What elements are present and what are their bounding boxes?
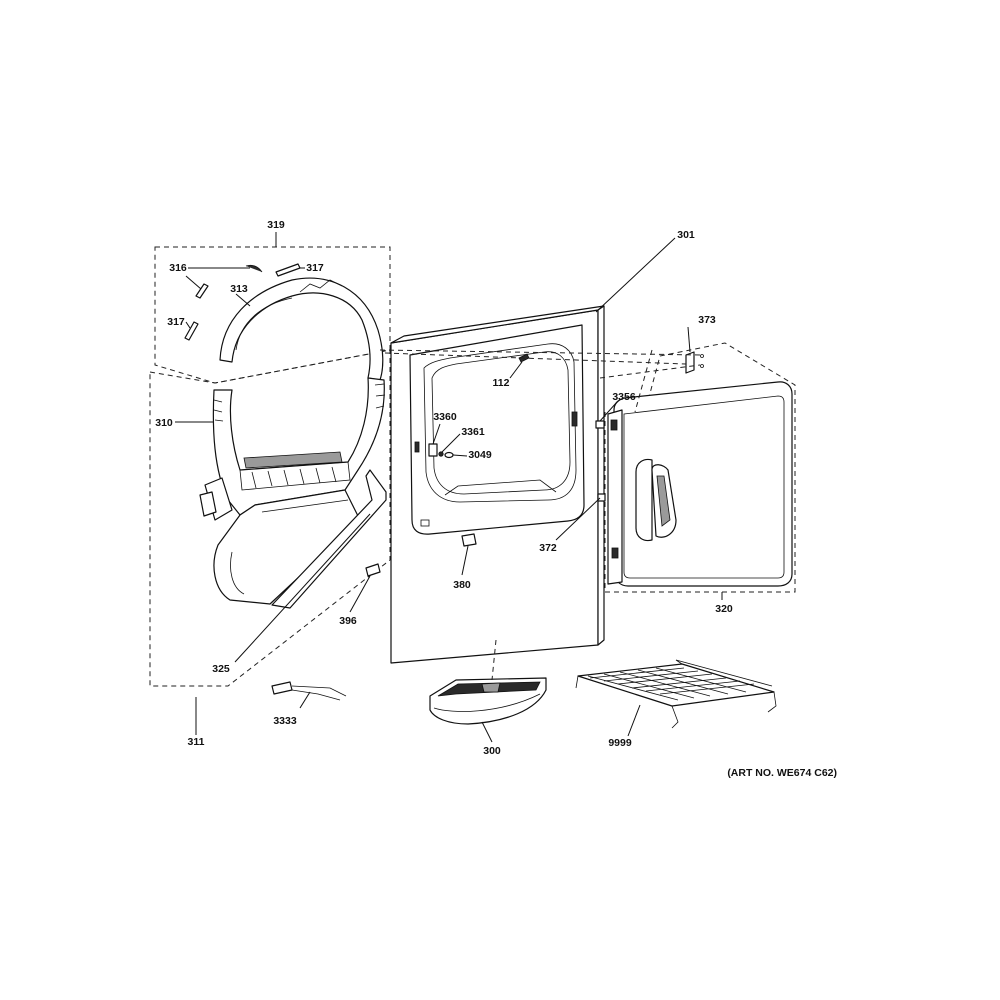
group-outline-319: [154, 246, 391, 384]
label-313: 313: [230, 283, 248, 295]
part-373-hinge: [685, 351, 704, 374]
drying-rack-part: [575, 659, 777, 729]
part-3360-switch: [428, 443, 438, 457]
label-320: 320: [715, 603, 733, 615]
lint-filter-part: [429, 677, 547, 725]
label-316: 316: [169, 262, 187, 274]
label-3333: 3333: [273, 715, 297, 727]
label-325: 325: [212, 663, 230, 675]
front-bulkhead-part: [199, 277, 387, 609]
front-panel-part: [390, 305, 605, 664]
label-317-top: 317: [306, 262, 324, 274]
part-372-screw: [597, 493, 606, 502]
label-372: 372: [539, 542, 557, 554]
part-3333-harness: [271, 681, 347, 701]
label-310: 310: [155, 417, 173, 429]
part-3049-screw: [444, 451, 454, 459]
label-3361: 3361: [461, 426, 485, 438]
door-assembly-part: [607, 381, 793, 587]
group-outline-320: [604, 342, 796, 593]
part-316-clip: [195, 264, 263, 299]
group-outline-311: [149, 349, 391, 687]
label-112: 112: [493, 377, 510, 389]
label-3049: 3049: [468, 449, 492, 461]
part-380-strike: [461, 533, 477, 547]
part-3356-hinge-pin: [595, 420, 605, 429]
label-373: 373: [698, 314, 716, 326]
label-301: 301: [677, 229, 695, 241]
label-311: 311: [188, 736, 205, 748]
label-9999: 9999: [608, 737, 632, 749]
label-3360: 3360: [433, 411, 457, 423]
label-317-left: 317: [167, 316, 185, 328]
label-396: 396: [339, 615, 357, 627]
part-396-gasket: [365, 563, 381, 577]
part-3361-actuator: [438, 451, 444, 457]
label-319: 319: [267, 219, 285, 231]
label-3356: 3356: [612, 391, 636, 403]
art-number: (ART NO. WE674 C62): [727, 767, 837, 779]
label-300: 300: [483, 745, 501, 757]
label-380: 380: [453, 579, 471, 591]
